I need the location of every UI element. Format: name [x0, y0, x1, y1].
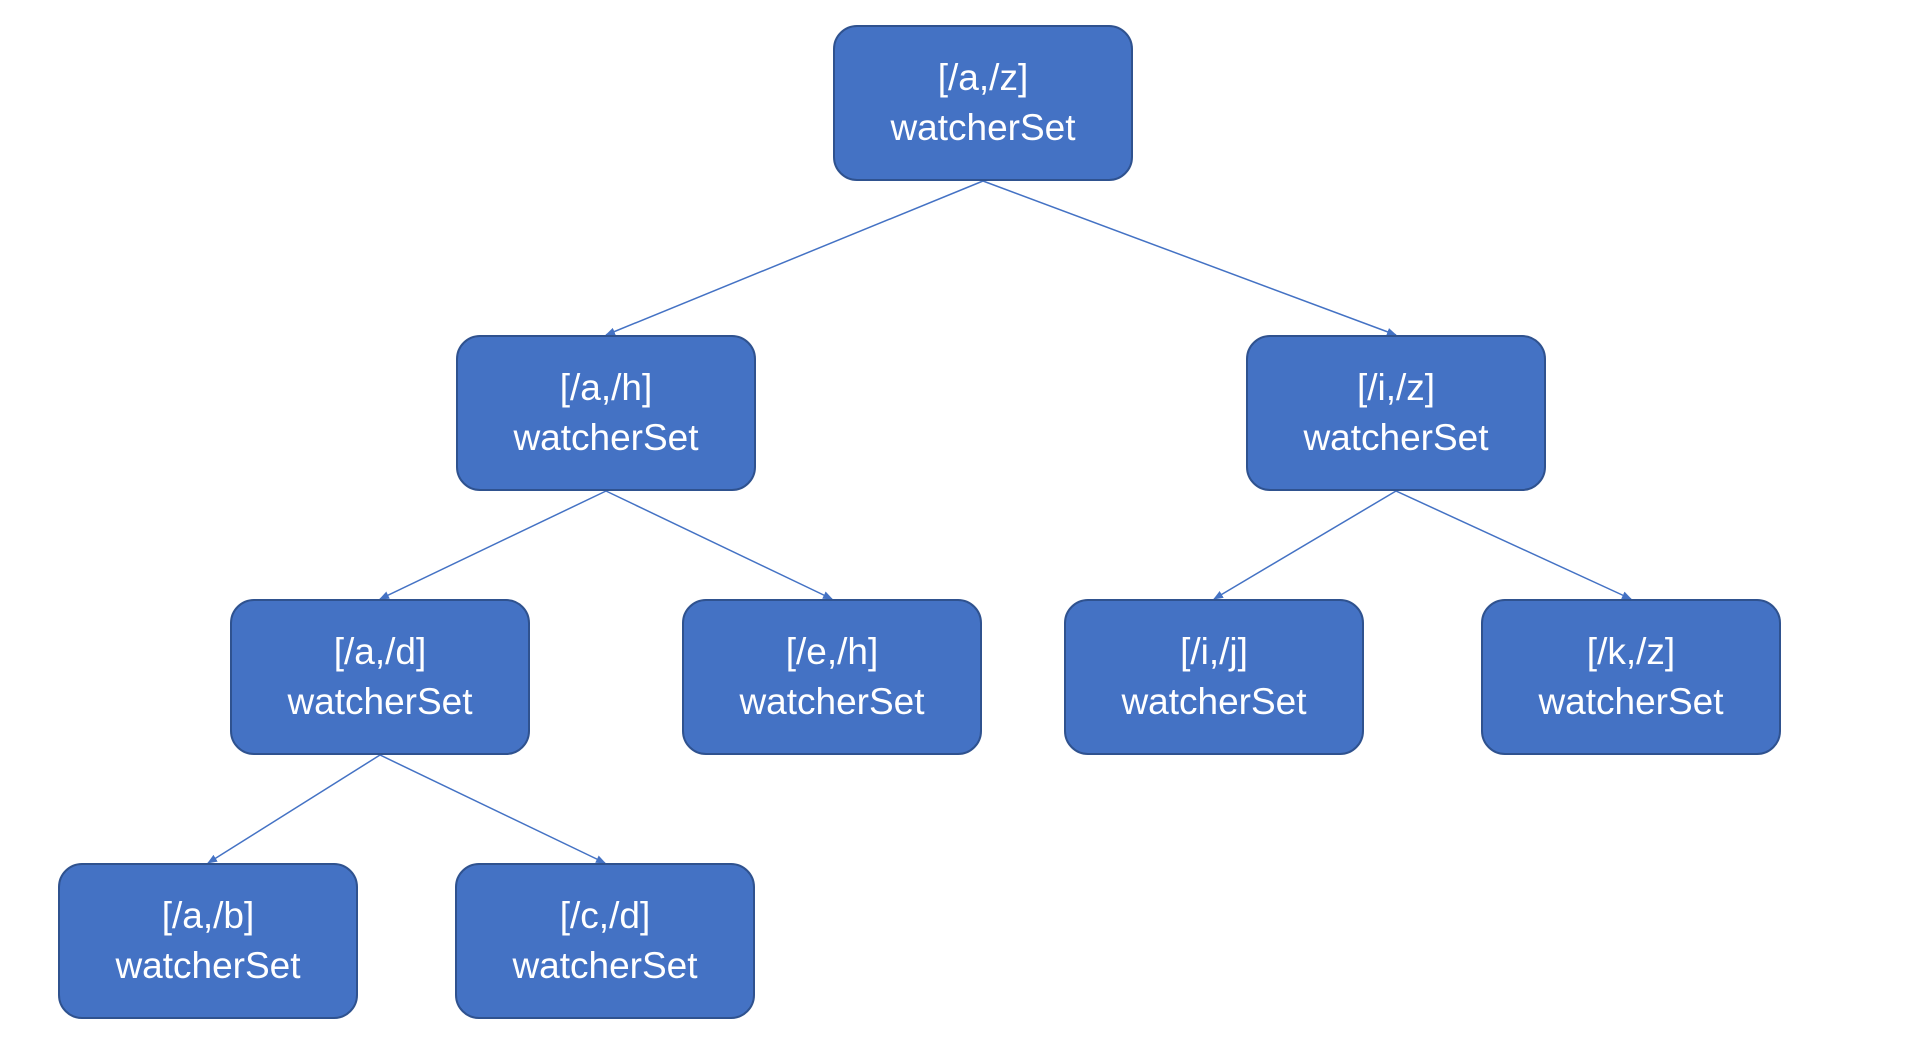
edge-ah-eh — [605, 490, 833, 600]
edge-root-iz — [982, 180, 1397, 336]
node-range: [/k,/z] — [1586, 631, 1676, 672]
node-range: [/a,/z] — [937, 57, 1029, 98]
node-label: watcherSet — [513, 417, 699, 458]
tree-node-root[interactable]: [/a,/z] watcherSet — [833, 25, 1133, 181]
edge-root-ah — [605, 180, 984, 336]
node-range: [/i,/j] — [1180, 631, 1248, 672]
node-range: [/c,/d] — [559, 895, 651, 936]
tree-node-c-d[interactable]: [/c,/d] watcherSet — [455, 863, 755, 1019]
node-range: [/a,/h] — [559, 367, 653, 408]
tree-node-a-d[interactable]: [/a,/d] watcherSet — [230, 599, 530, 755]
edge-ah-ad — [379, 490, 607, 600]
tree-node-e-h[interactable]: [/e,/h] watcherSet — [682, 599, 982, 755]
node-label: watcherSet — [1303, 417, 1489, 458]
node-range: [/e,/h] — [785, 631, 879, 672]
node-label: watcherSet — [512, 945, 698, 986]
node-range: [/a,/d] — [333, 631, 427, 672]
node-range: [/i,/z] — [1356, 367, 1436, 408]
edge-iz-ij — [1213, 490, 1397, 600]
tree-node-i-j[interactable]: [/i,/j] watcherSet — [1064, 599, 1364, 755]
node-label: watcherSet — [1121, 681, 1307, 722]
tree-node-i-z[interactable]: [/i,/z] watcherSet — [1246, 335, 1546, 491]
tree-node-a-b[interactable]: [/a,/b] watcherSet — [58, 863, 358, 1019]
tree-node-k-z[interactable]: [/k,/z] watcherSet — [1481, 599, 1781, 755]
edge-iz-kz — [1395, 490, 1632, 600]
node-label: watcherSet — [890, 107, 1076, 148]
edge-ad-ab — [207, 754, 381, 864]
node-label: watcherSet — [1538, 681, 1724, 722]
node-range: [/a,/b] — [161, 895, 255, 936]
tree-node-a-h[interactable]: [/a,/h] watcherSet — [456, 335, 756, 491]
node-label: watcherSet — [739, 681, 925, 722]
node-label: watcherSet — [287, 681, 473, 722]
edge-ad-cd — [379, 754, 606, 864]
node-label: watcherSet — [115, 945, 301, 986]
